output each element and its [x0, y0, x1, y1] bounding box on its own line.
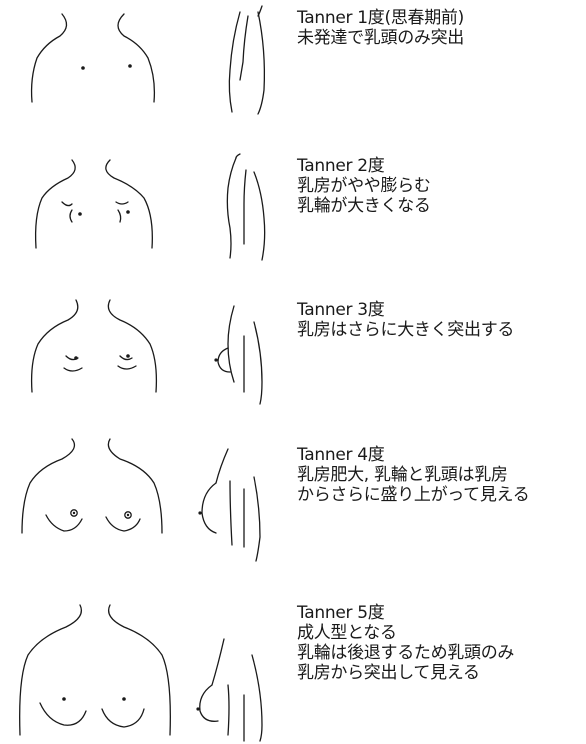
stage-5-line-2: 成人型となる	[297, 623, 586, 643]
stage-3-line-1: Tanner 3度	[297, 300, 586, 320]
stage-5-line-3: 乳輪は後退するため乳頭のみ	[297, 643, 586, 663]
stage-3-line-2: 乳房はさらに大きく突出する	[297, 320, 586, 340]
stage-2-line-1: Tanner 2度	[297, 156, 586, 176]
stage-4-illustration	[0, 437, 290, 585]
stage-3: Tanner 3度 乳房はさらに大きく突出する	[0, 292, 586, 440]
stage-5-illustration	[0, 595, 290, 743]
stage-2-line-2: 乳房がやや膨らむ	[297, 176, 586, 196]
stage-5: Tanner 5度 成人型となる 乳輪は後退するため乳頭のみ 乳房から突出して見…	[0, 595, 586, 743]
stage-4-line-2: 乳房肥大, 乳輪と乳頭は乳房	[297, 465, 586, 485]
stage-4-side-view	[198, 449, 260, 561]
stage-1: Tanner 1度(思春期前) 未発達で乳頭のみ突出	[0, 0, 586, 148]
stage-5-front-view	[20, 605, 171, 735]
stage-4-line-1: Tanner 4度	[297, 445, 586, 465]
stage-3-caption: Tanner 3度 乳房はさらに大きく突出する	[297, 300, 586, 340]
stage-1-front-view	[32, 14, 155, 102]
stage-3-side-view	[214, 306, 262, 404]
stage-2: Tanner 2度 乳房がやや膨らむ 乳輪が大きくなる	[0, 148, 586, 296]
stage-1-line-1: Tanner 1度(思春期前)	[297, 8, 586, 28]
stage-4: Tanner 4度 乳房肥大, 乳輪と乳頭は乳房 からさらに盛り上がって見える	[0, 437, 586, 585]
stage-1-line-2: 未発達で乳頭のみ突出	[297, 28, 586, 48]
stage-2-illustration	[0, 148, 290, 296]
stage-4-front-view	[22, 439, 162, 533]
stage-4-line-3: からさらに盛り上がって見える	[297, 485, 586, 505]
stage-3-illustration	[0, 292, 290, 440]
stage-1-side-view	[229, 6, 264, 114]
stage-4-caption: Tanner 4度 乳房肥大, 乳輪と乳頭は乳房 からさらに盛り上がって見える	[297, 445, 586, 505]
stage-5-side-view	[196, 639, 262, 741]
stage-2-caption: Tanner 2度 乳房がやや膨らむ 乳輪が大きくなる	[297, 156, 586, 216]
stage-1-illustration	[0, 0, 290, 148]
stage-2-front-view	[36, 160, 153, 248]
stage-2-side-view	[227, 154, 264, 260]
stage-5-caption: Tanner 5度 成人型となる 乳輪は後退するため乳頭のみ 乳房から突出して見…	[297, 603, 586, 683]
stage-5-line-1: Tanner 5度	[297, 603, 586, 623]
stage-2-line-3: 乳輪が大きくなる	[297, 196, 586, 216]
stage-3-front-view	[32, 300, 157, 392]
stage-5-line-4: 乳房から突出して見える	[297, 663, 586, 683]
stage-1-caption: Tanner 1度(思春期前) 未発達で乳頭のみ突出	[297, 8, 586, 48]
